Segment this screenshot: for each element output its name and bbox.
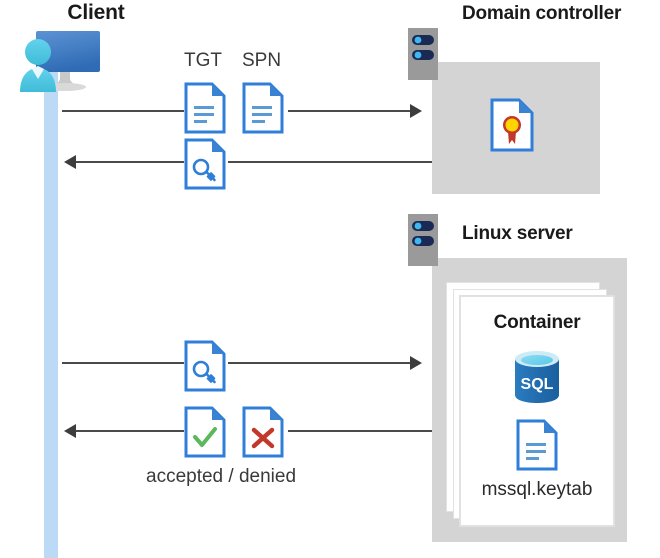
message-3-arrowhead [410,356,422,370]
domain-controller-title: Domain controller [462,3,622,24]
certificate-document-icon [490,98,534,152]
message-2-line-left [76,161,184,163]
message-1-line-left [62,110,184,112]
tgt-label: TGT [184,50,222,71]
message-3-line-left [62,362,184,364]
service-ticket-key-document-icon [184,340,226,392]
spn-document-icon [242,82,284,134]
client-lifeline [44,62,58,558]
linux-server-title: Linux server [462,223,573,244]
message-4-line-left [76,430,184,432]
message-2-line-right [228,161,432,163]
denied-document-icon [242,406,284,458]
container-card-front: Container [460,296,614,526]
tgt-document-icon [184,82,226,134]
client-title: Client [67,1,125,24]
sql-database-icon: SQL [461,349,613,405]
container-title: Container [493,312,581,333]
container-stack: Container [446,282,614,527]
server-rack-icon [408,214,438,266]
keytab-filename-label: mssql.keytab [481,479,593,500]
server-rack-icon [408,28,438,80]
accepted-document-icon [184,406,226,458]
accepted-denied-label: accepted / denied [146,466,297,487]
message-3-line-right [228,362,420,364]
service-ticket-key-document-icon [184,138,226,190]
spn-label: SPN [242,50,282,71]
user-monitor-icon [8,22,120,92]
svg-text:SQL: SQL [521,376,554,393]
message-1-line-right [288,110,420,112]
keytab-document-icon [461,419,613,471]
message-1-arrowhead [410,104,422,118]
message-4-line-right [288,430,432,432]
message-2-arrowhead [64,155,76,169]
message-4-arrowhead [64,424,76,438]
